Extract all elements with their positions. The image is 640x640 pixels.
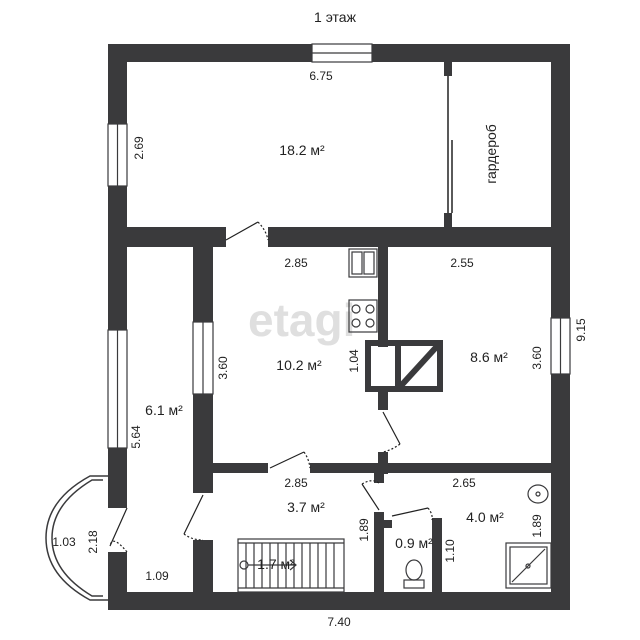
top-room-height: 2.69: [132, 136, 146, 160]
toilet-icon: [403, 559, 425, 589]
wardrobe-label: гардероб: [483, 124, 499, 184]
bath-area: 4.0 м²: [466, 509, 504, 525]
washbasin-icon: [527, 484, 549, 504]
wc-height: 1.10: [443, 539, 457, 563]
right-room-width: 2.55: [450, 256, 474, 270]
windows: [107, 43, 571, 449]
wardrobe-sliding-door: [447, 76, 453, 213]
bath-width: 2.65: [452, 476, 476, 490]
overall-height: 9.15: [574, 318, 588, 342]
right-room-height: 3.60: [530, 346, 544, 370]
corridor-width: 1.09: [145, 569, 169, 583]
stairs-area: 1.7 м²: [257, 556, 295, 572]
staircase-opening-icon: [365, 340, 443, 392]
hall-width: 2.85: [284, 476, 308, 490]
hall-area: 3.7 м²: [287, 499, 325, 515]
wc-area: 0.9 м²: [395, 535, 433, 551]
sink-icon: [348, 248, 378, 278]
porch-outer-dim: 1.03: [52, 535, 76, 549]
top-room-area: 18.2 м²: [279, 142, 325, 158]
watermark: etagi: [248, 294, 355, 346]
floor-title: 1 этаж: [314, 9, 357, 25]
top-room-width: 6.75: [309, 69, 333, 83]
kitchen-inner-dim: 1.04: [347, 349, 361, 373]
kitchen-height: 3.60: [216, 356, 230, 380]
porch-door: [109, 507, 128, 553]
porch-bay: [45, 475, 108, 601]
shower-icon: [505, 542, 552, 589]
kitchen-width: 2.85: [284, 256, 308, 270]
hall-height: 1.89: [357, 518, 371, 542]
stove-icon: [348, 299, 378, 333]
stairs-icon: [237, 538, 345, 593]
bath-height: 1.89: [530, 514, 544, 538]
corridor-area: 6.1 м²: [145, 402, 183, 418]
doors: [183, 221, 433, 541]
kitchen-area: 10.2 м²: [276, 357, 322, 373]
corridor-height: 5.64: [129, 425, 143, 449]
overall-width: 7.40: [327, 615, 351, 629]
right-room-area: 8.6 м²: [470, 349, 508, 365]
porch-inner-dim: 2.18: [86, 530, 100, 554]
